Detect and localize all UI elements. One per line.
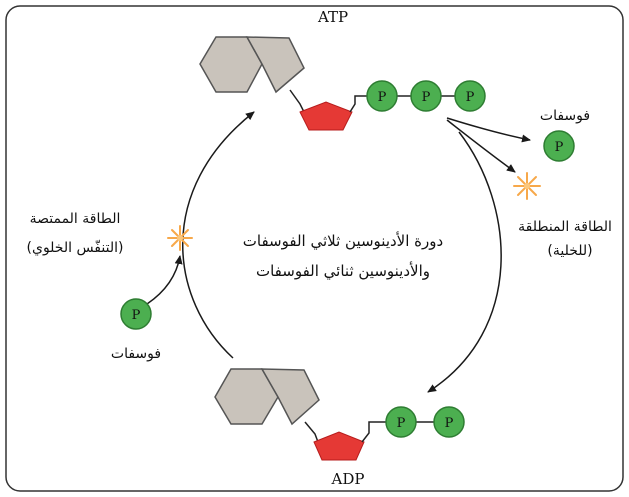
adenine-base-bottom bbox=[214, 368, 320, 426]
svg-text:P: P bbox=[466, 90, 475, 105]
ribose-top bbox=[299, 101, 353, 131]
added-phosphate-label: فوسفات bbox=[111, 346, 161, 362]
cycle-caption-line2: والأدينوسين ثنائي الفوسفات bbox=[256, 261, 430, 281]
added-phosphate: P bbox=[120, 298, 152, 330]
released-phosphate-label: فوسفات bbox=[540, 108, 590, 124]
figure-frame bbox=[5, 5, 624, 492]
released-energy-burst-icon bbox=[513, 172, 541, 200]
ribose-bottom bbox=[313, 431, 365, 461]
phosphate-circle: P bbox=[454, 80, 486, 112]
ribose-phosphate-bond-top bbox=[349, 95, 368, 113]
cycle-caption-line1: دورة الأدينوسين ثلاثي الفوسفات bbox=[243, 231, 443, 251]
released-energy-label-line1: الطاقة المنطلقة bbox=[518, 219, 612, 235]
released-phosphate: P bbox=[543, 130, 575, 162]
phosphate-chain-top: P P P bbox=[366, 80, 486, 112]
phosphate-chain-bottom: P P bbox=[385, 406, 465, 438]
phosphate-circle: P bbox=[366, 80, 398, 112]
svg-text:P: P bbox=[132, 308, 141, 323]
adp-label: ADP bbox=[331, 470, 365, 488]
atp-label: ATP bbox=[317, 8, 348, 26]
phosphate-circle: P bbox=[385, 406, 417, 438]
absorb-arrow bbox=[146, 255, 183, 305]
svg-text:P: P bbox=[445, 416, 454, 431]
cycle-arrow-adp-to-atp bbox=[182, 111, 255, 359]
adp-molecule: P P ADP bbox=[214, 368, 465, 488]
phosphate-circle: P bbox=[410, 80, 442, 112]
adenine-base-top bbox=[199, 36, 305, 94]
released-energy-label-line2: (للخلية) bbox=[547, 243, 592, 259]
base-ribose-bond-top bbox=[289, 89, 305, 113]
atp-molecule: ATP P P P bbox=[199, 8, 486, 131]
svg-text:P: P bbox=[397, 416, 406, 431]
cycle-arrow-atp-to-adp bbox=[427, 131, 502, 393]
release-branch: فوسفات P الطاقة المنطلقة (للخلية) bbox=[446, 108, 612, 259]
phosphate-circle: P bbox=[433, 406, 465, 438]
svg-text:P: P bbox=[378, 90, 387, 105]
absorbed-energy-burst-icon bbox=[167, 225, 193, 251]
svg-text:P: P bbox=[555, 140, 564, 155]
svg-text:P: P bbox=[422, 90, 431, 105]
absorbed-energy-label-line2: (التنفّس الخلوي) bbox=[27, 240, 124, 256]
release-arrow-to-energy bbox=[446, 119, 516, 173]
ribose-phosphate-bond-bottom bbox=[361, 421, 387, 443]
base-ribose-bond-bottom bbox=[304, 421, 319, 443]
release-arrow-to-phosphate bbox=[446, 117, 531, 143]
absorb-branch: الطاقة الممتصة (التنفّس الخلوي) P فوسفات bbox=[27, 211, 193, 362]
absorbed-energy-label-line1: الطاقة الممتصة bbox=[30, 211, 121, 227]
